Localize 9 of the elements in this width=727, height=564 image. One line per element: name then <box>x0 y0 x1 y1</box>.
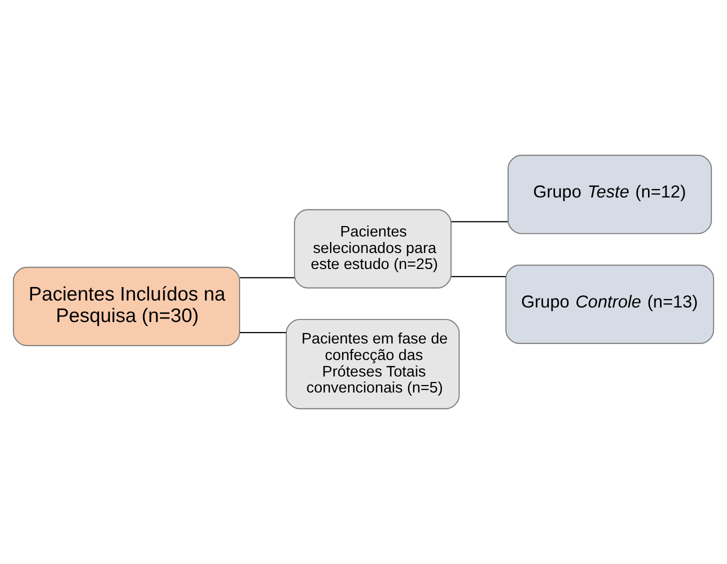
node-box: Pacientes selecionados para este estudo (n=25) <box>294 209 452 289</box>
node-box: Pacientes em fase de confecção das Próteses Totais convencionais (n=5) <box>286 318 460 410</box>
connector <box>451 276 506 278</box>
node-box: Pacientes Incluídos na Pesquisa (n=30) <box>12 266 240 346</box>
connector <box>240 277 294 278</box>
connector <box>451 221 508 222</box>
connector <box>240 332 286 334</box>
node-box: Grupo Teste (n=12) <box>508 154 712 234</box>
node-box: Grupo Controle (n=13) <box>505 264 714 344</box>
